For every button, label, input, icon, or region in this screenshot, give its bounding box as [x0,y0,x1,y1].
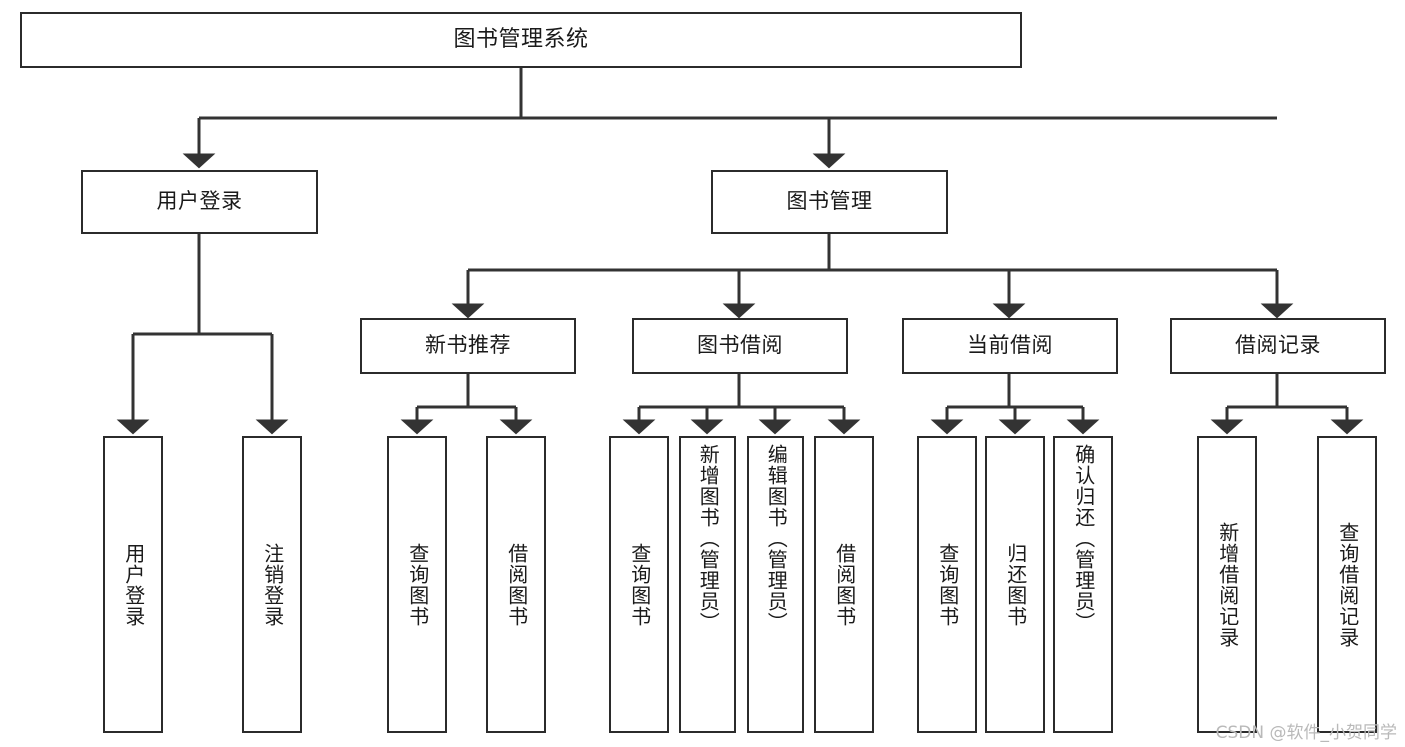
node-label: 查询图书 [405,542,430,627]
edge-bookmgmt-to-level3 [451,234,1294,319]
node-leaf-edit-book-admin[interactable]: 编辑图书（管理员） [747,436,804,733]
node-label: 当前借阅 [967,333,1053,358]
watermark-text: CSDN @软件_小贺同学 [1215,723,1397,743]
edge-record-to-leaves [1210,374,1364,435]
node-borrow-record[interactable]: 借阅记录 [1170,318,1386,374]
node-leaf-user-login[interactable]: 用户登录 [103,436,163,733]
node-leaf-query-book-newbook[interactable]: 查询图书 [387,436,447,733]
node-current-borrow[interactable]: 当前借阅 [902,318,1118,374]
node-label: 确认归还（管理员） [1071,444,1096,633]
node-label: 新书推荐 [425,333,511,358]
node-label: 注销登录 [260,542,285,627]
edge-currentborrow-to-leaves [930,374,1100,435]
node-label: 编辑图书（管理员） [764,444,789,633]
node-book-borrow[interactable]: 图书借阅 [632,318,848,374]
node-label: 新增图书（管理员） [696,444,721,633]
node-label: 图书管理 [786,189,873,214]
node-label: 用户登录 [156,189,243,214]
node-book-management[interactable]: 图书管理 [711,170,948,234]
edge-newbook-to-leaves [400,374,533,435]
node-leaf-query-book-borrow[interactable]: 查询图书 [609,436,669,733]
node-label: 归还图书 [1003,542,1028,627]
edge-root-to-level2 [182,68,1277,169]
node-leaf-borrow-book[interactable]: 借阅图书 [814,436,874,733]
node-label: 查询图书 [935,542,960,627]
node-leaf-logout[interactable]: 注销登录 [242,436,302,733]
node-leaf-query-book-current[interactable]: 查询图书 [917,436,977,733]
node-leaf-add-book-admin[interactable]: 新增图书（管理员） [679,436,736,733]
node-leaf-return-book[interactable]: 归还图书 [985,436,1045,733]
node-label: 新增借阅记录 [1215,521,1240,648]
node-label: 查询借阅记录 [1335,521,1360,648]
node-label: 借阅记录 [1235,333,1321,358]
node-label: 用户登录 [121,542,146,627]
node-leaf-confirm-return-admin[interactable]: 确认归还（管理员） [1053,436,1113,733]
node-new-book-recommend[interactable]: 新书推荐 [360,318,576,374]
node-leaf-borrow-book-newbook[interactable]: 借阅图书 [486,436,546,733]
node-label: 查询图书 [627,542,652,627]
edge-borrow-to-leaves [622,374,861,435]
node-leaf-add-borrow-record[interactable]: 新增借阅记录 [1197,436,1257,733]
node-label: 借阅图书 [832,542,857,627]
node-label: 借阅图书 [504,542,529,627]
node-user-login[interactable]: 用户登录 [81,170,318,234]
node-label: 图书借阅 [697,333,783,358]
edge-userlogin-to-leaves [116,234,289,435]
node-leaf-query-borrow-record[interactable]: 查询借阅记录 [1317,436,1377,733]
node-root-library-system[interactable]: 图书管理系统 [20,12,1022,68]
node-label: 图书管理系统 [453,26,589,52]
